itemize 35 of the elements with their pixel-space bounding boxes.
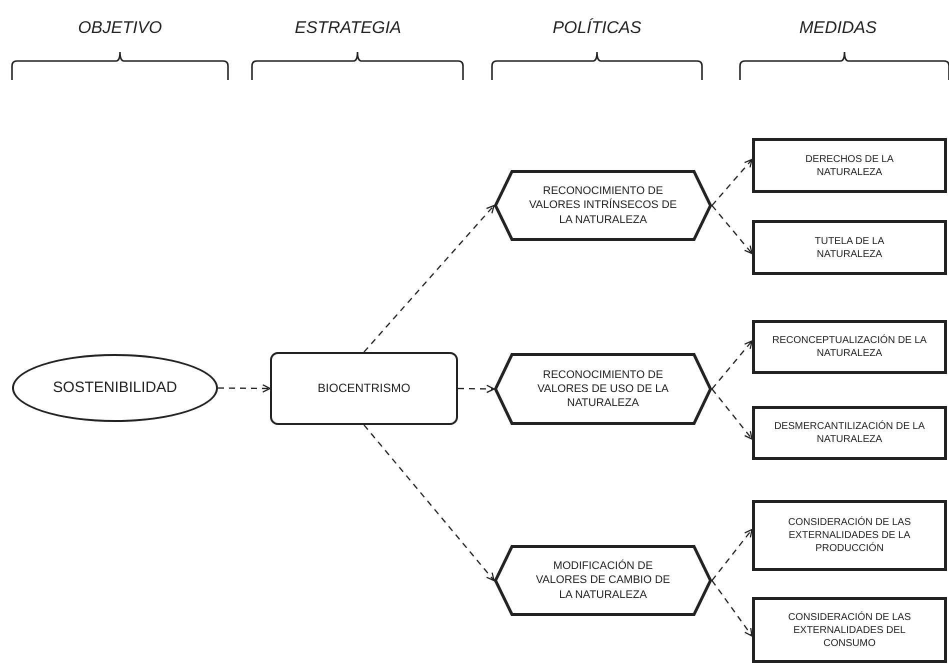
measure-box [752, 320, 947, 374]
column-heading: ESTRATEGIA [294, 18, 402, 38]
hexagon-node [494, 545, 712, 616]
measure-box [752, 220, 947, 275]
arrow [218, 384, 271, 393]
column-heading: MEDIDAS [799, 18, 877, 38]
node-text: RECONOCIMIENTO DE VALORES DE USO DE LA NATURALEZA [536, 368, 670, 410]
node-text: SOSTENIBILIDAD [52, 378, 178, 398]
arrow [712, 340, 753, 390]
node-text: CONSIDERACIÓN DE LAS EXTERNALIDADES DEL CONSUMO [787, 610, 912, 650]
node-text: TUTELA DE LA NATURALEZA [814, 234, 886, 260]
hexagon-node [494, 353, 712, 425]
column-heading: OBJETIVO [78, 18, 162, 38]
hexagon-node [494, 170, 712, 241]
arrow [364, 204, 495, 352]
measure-box [752, 406, 947, 460]
node-text: RECONCEPTUALIZACIÓN DE LA NATURALEZA [771, 334, 928, 360]
measure-box [752, 597, 947, 663]
arrow [712, 158, 753, 206]
arrow [458, 384, 495, 394]
arrow [711, 528, 753, 581]
arrow [712, 205, 753, 254]
measure-box [752, 138, 947, 193]
node-text: DESMERCANTILIZACIÓN DE LA NATURALEZA [773, 420, 926, 446]
process-box [270, 352, 458, 425]
arrow [712, 388, 753, 440]
arrow [364, 424, 495, 582]
node-text: DERECHOS DE LA NATURALEZA [804, 152, 895, 178]
node-text: RECONOCIMIENTO DE VALORES INTRÍNSECOS DE LA NATURALEZA [528, 184, 678, 227]
node-text: CONSIDERACIÓN DE LAS EXTERNALIDADES DE LA PRODUCCIÓN [787, 516, 912, 555]
column-heading: POLÍTICAS [552, 18, 642, 38]
node-text: BIOCENTRISMO [316, 380, 412, 396]
node-text: MODIFICACIÓN DE VALORES DE CAMBIO DE LA NATURALEZA [534, 559, 672, 602]
arrow [711, 580, 753, 637]
measure-box [752, 500, 947, 571]
